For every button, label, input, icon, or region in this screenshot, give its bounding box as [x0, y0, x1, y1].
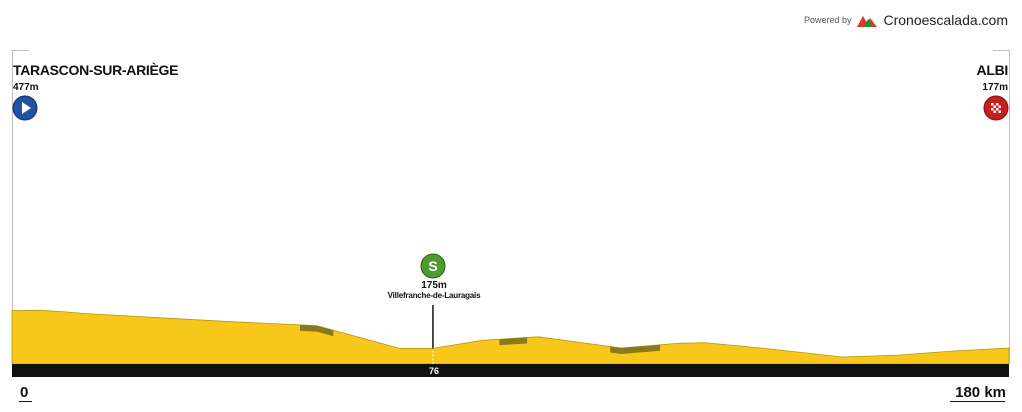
- sprint-km-label: 76: [428, 366, 439, 376]
- climb-band-1: [300, 324, 334, 337]
- frame-left-line: [12, 50, 13, 364]
- brand-name[interactable]: Cronoescalada.com: [883, 12, 1008, 28]
- sprint-icon: S: [420, 253, 446, 279]
- mountain-logo-icon: [857, 16, 878, 27]
- start-play-icon: [12, 95, 38, 121]
- sprint-altitude: 175m: [421, 280, 447, 291]
- profile-area: [11, 309, 1010, 365]
- axis-start-label: 0: [20, 384, 29, 401]
- powered-by-label: Powered by: [803, 15, 852, 25]
- finish-altitude: 177m: [982, 82, 1008, 93]
- start-city: TARASCON-SUR-ARIÈGE: [13, 62, 179, 78]
- sprint-badge-letter: S: [428, 258, 437, 274]
- finish-city: ALBI: [976, 62, 1009, 78]
- distance-bar: [12, 364, 1009, 377]
- frame-right-tick: [993, 50, 1010, 51]
- climb-band-2: [499, 337, 528, 346]
- start-altitude: 477m: [13, 82, 39, 93]
- frame-left-tick: [12, 50, 29, 51]
- axis-end-underline: [950, 401, 1005, 402]
- brand: Powered by Cronoescalada.com: [804, 12, 1008, 28]
- climb-band-3: [610, 344, 661, 354]
- finish-flag-icon: [983, 95, 1009, 121]
- sprint-name: Villefranche-de-Lauragais: [387, 291, 481, 300]
- axis-start-underline: [19, 401, 32, 402]
- frame-right-line: [1009, 50, 1010, 364]
- axis-end-label: 180 km: [955, 384, 1006, 401]
